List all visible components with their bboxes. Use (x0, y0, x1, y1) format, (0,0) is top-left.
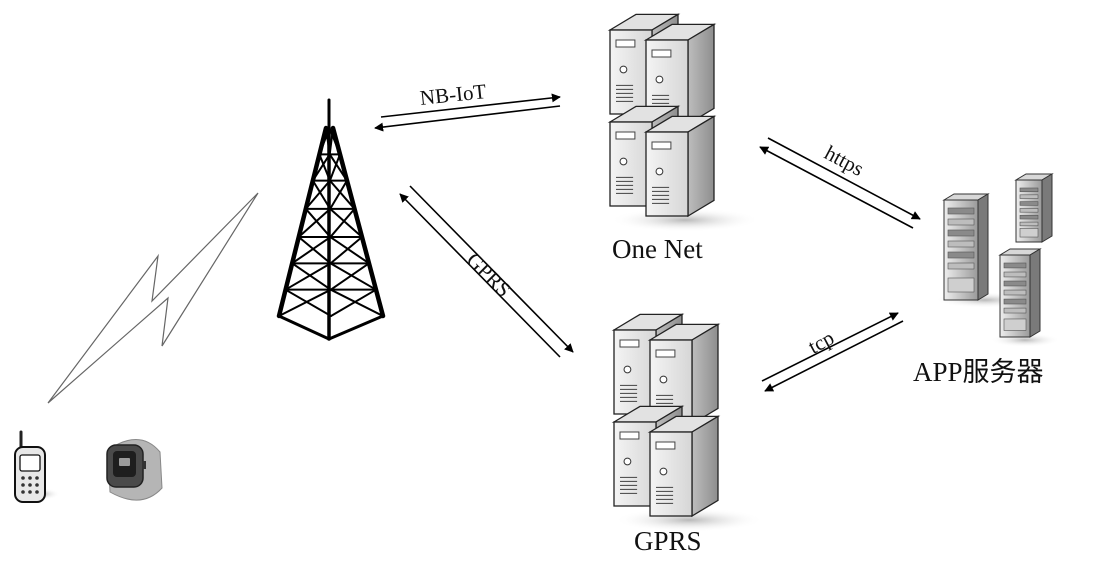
edge-tcp (761, 312, 904, 392)
edge-https (759, 137, 921, 229)
edge-gprs-link (399, 185, 574, 358)
smartwatch-icon (106, 439, 163, 501)
onenet-server-icon (607, 13, 760, 232)
tcp-arrow-down (764, 320, 904, 392)
gprs-server-label: GPRS (634, 526, 702, 556)
tcp-arrow-up (761, 312, 899, 382)
app-server-icon (935, 173, 1060, 347)
https-arrow-up (759, 146, 914, 229)
gprs-server-icon (611, 313, 764, 532)
nbiot-arrow-right (380, 93, 561, 118)
app-server-label: APP服务器 (913, 357, 1044, 387)
nbiot-arrow-left (374, 105, 561, 132)
cell-tower-icon (276, 98, 386, 341)
edge-nbiot (374, 93, 561, 132)
https-arrow-down (767, 137, 921, 220)
gprs-arrow-down (409, 185, 574, 353)
onenet-label: One Net (612, 234, 703, 264)
gprs-arrow-up (399, 193, 561, 358)
wireless-signal-icon (47, 192, 259, 404)
mobile-phone-icon (14, 430, 60, 503)
